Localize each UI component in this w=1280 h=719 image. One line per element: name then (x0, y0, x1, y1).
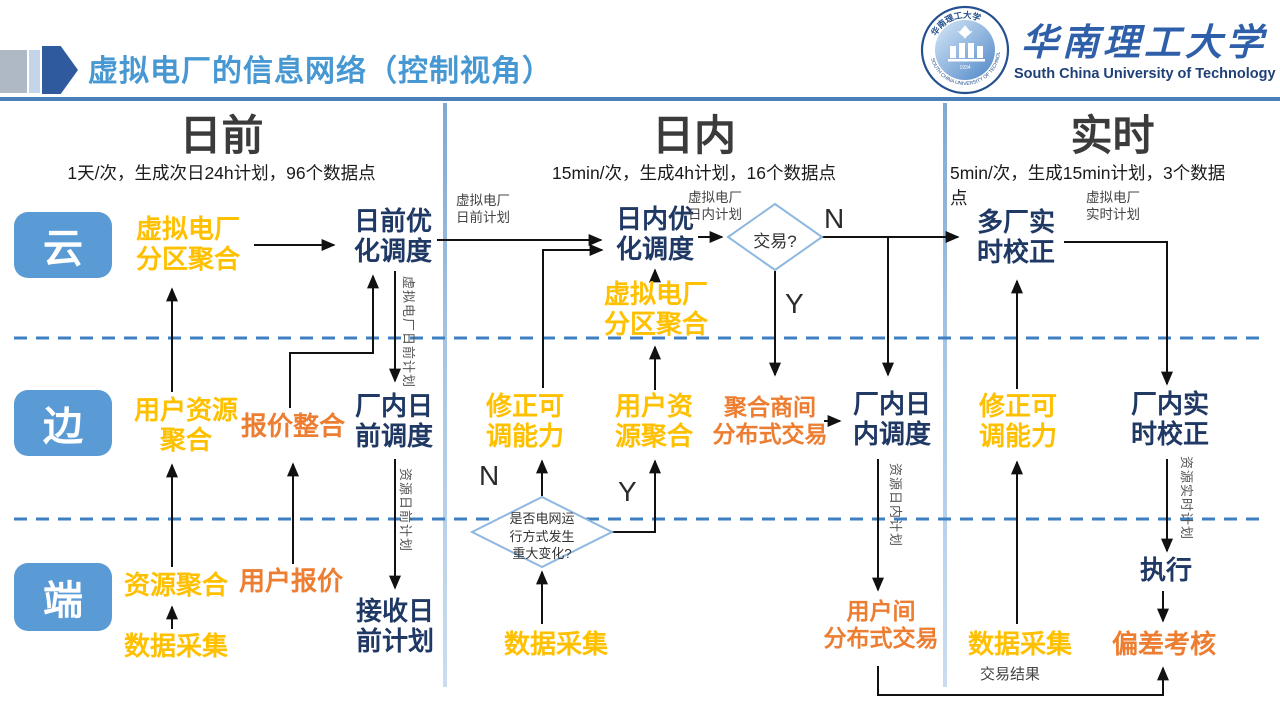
row-badge-cloud: 云 (14, 212, 112, 278)
node-bid-integration: 报价整合 (240, 411, 345, 441)
label-vpp-da-plan-intraday: 虚拟电厂 日前计划 (456, 193, 510, 225)
node-plant-intra-day-dispatch: 厂内日 内调度 (852, 389, 931, 450)
node-data-collection-rt: 数据采集 (967, 629, 1072, 659)
seal-year: 1934 (959, 65, 970, 71)
node-user-resource-agg-da: 用户资源 聚合 (133, 395, 238, 456)
label-vpp-rt-plan: 虚拟电厂 实时计划 (1086, 190, 1140, 222)
layer-dashed-lines (14, 336, 1266, 521)
university-name-cn: 华南理工大学 (1021, 20, 1267, 64)
branch-label-n-trade: N (824, 203, 845, 234)
label-resource-rt-plan: 资源实时计划 (1179, 456, 1194, 541)
column-header-intra-day: 日内 (651, 112, 736, 159)
row-badge-terminal: 端 (14, 563, 112, 631)
column-divider-2 (943, 103, 947, 687)
branch-label-n-grid: N (479, 460, 500, 491)
column-subtitle-real-time: 5min/次，生成15min计划，3个数据 点 (950, 163, 1226, 208)
node-data-collection-id: 数据采集 (503, 629, 608, 659)
label-vpp-da-plan: 虚拟电厂日前计划 (401, 276, 416, 389)
branch-label-y-trade: Y (785, 288, 804, 319)
university-name-en: South China University of Technology (1014, 66, 1276, 82)
node-receive-day-ahead-plan: 接收日 前计划 (355, 596, 434, 657)
decision-trade-text: 交易? (753, 232, 797, 251)
node-vpp-partition-agg-da: 虚拟电厂 分区聚合 (135, 214, 240, 275)
node-resource-agg: 资源聚合 (123, 570, 228, 600)
label-trade-result: 交易结果 (980, 666, 1041, 683)
node-execute: 执行 (1139, 555, 1192, 585)
seal-building-icon (948, 43, 985, 62)
title-bullet-gray (0, 50, 27, 93)
title-bullet-lightblue (29, 50, 40, 93)
label-vpp-id-plan: 虚拟电厂 日内计划 (688, 190, 742, 222)
node-user-bid: 用户报价 (238, 566, 343, 596)
column-subtitle-day-ahead: 1天/次，生成次日24h计划，96个数据点 (67, 163, 376, 183)
university-seal-logo: 华南理工大学 SOUTH CHINA UNIVERSITY OF TECHNOL… (920, 4, 1010, 95)
column-header-day-ahead: 日前 (179, 112, 264, 159)
flow-arrows (166, 231, 1173, 696)
node-day-ahead-opt-dispatch: 日前优 化调度 (353, 206, 432, 267)
grid-change-decision-diamond (469, 495, 615, 569)
node-deviation-assessment: 偏差考核 (1111, 629, 1216, 659)
node-intra-day-opt-dispatch: 日内优 化调度 (615, 204, 694, 265)
column-header-real-time: 实时 (1070, 112, 1155, 159)
seal-flower-icon (957, 25, 973, 39)
trade-decision-diamond (726, 202, 824, 272)
node-fix-adjustable-capacity-rt: 修正可 调能力 (978, 391, 1057, 452)
title-rule (0, 97, 1280, 101)
branch-label-y-grid: Y (618, 476, 637, 507)
node-user-resource-agg-id: 用户资 源聚合 (614, 391, 693, 452)
node-multi-plant-rt-correction: 多厂实 时校正 (976, 207, 1055, 268)
node-plant-rt-correction: 厂内实 时校正 (1130, 389, 1209, 450)
column-divider-1 (443, 103, 447, 687)
decision-grid-change-text: 是否电网运 行方式发生 重大变化? (509, 511, 575, 562)
page-title: 虚拟电厂的信息网络（控制视角） (88, 55, 553, 88)
node-data-collection-da: 数据采集 (123, 631, 228, 661)
column-subtitle-intra-day: 15min/次，生成4h计划，16个数据点 (552, 163, 836, 183)
node-plant-day-ahead-dispatch: 厂内日 前调度 (354, 391, 433, 452)
label-resource-da-plan: 资源日前计划 (398, 468, 413, 553)
node-fix-adjustable-capacity-id: 修正可 调能力 (485, 391, 564, 452)
row-badge-edge: 边 (14, 390, 112, 456)
node-user-distributed-trade: 用户间 分布式交易 (823, 598, 939, 651)
node-aggregator-distributed-trade: 聚合商间 分布式交易 (712, 394, 828, 447)
node-vpp-partition-agg-id: 虚拟电厂 分区聚合 (603, 279, 708, 340)
label-resource-id-plan: 资源日内计划 (888, 463, 903, 548)
